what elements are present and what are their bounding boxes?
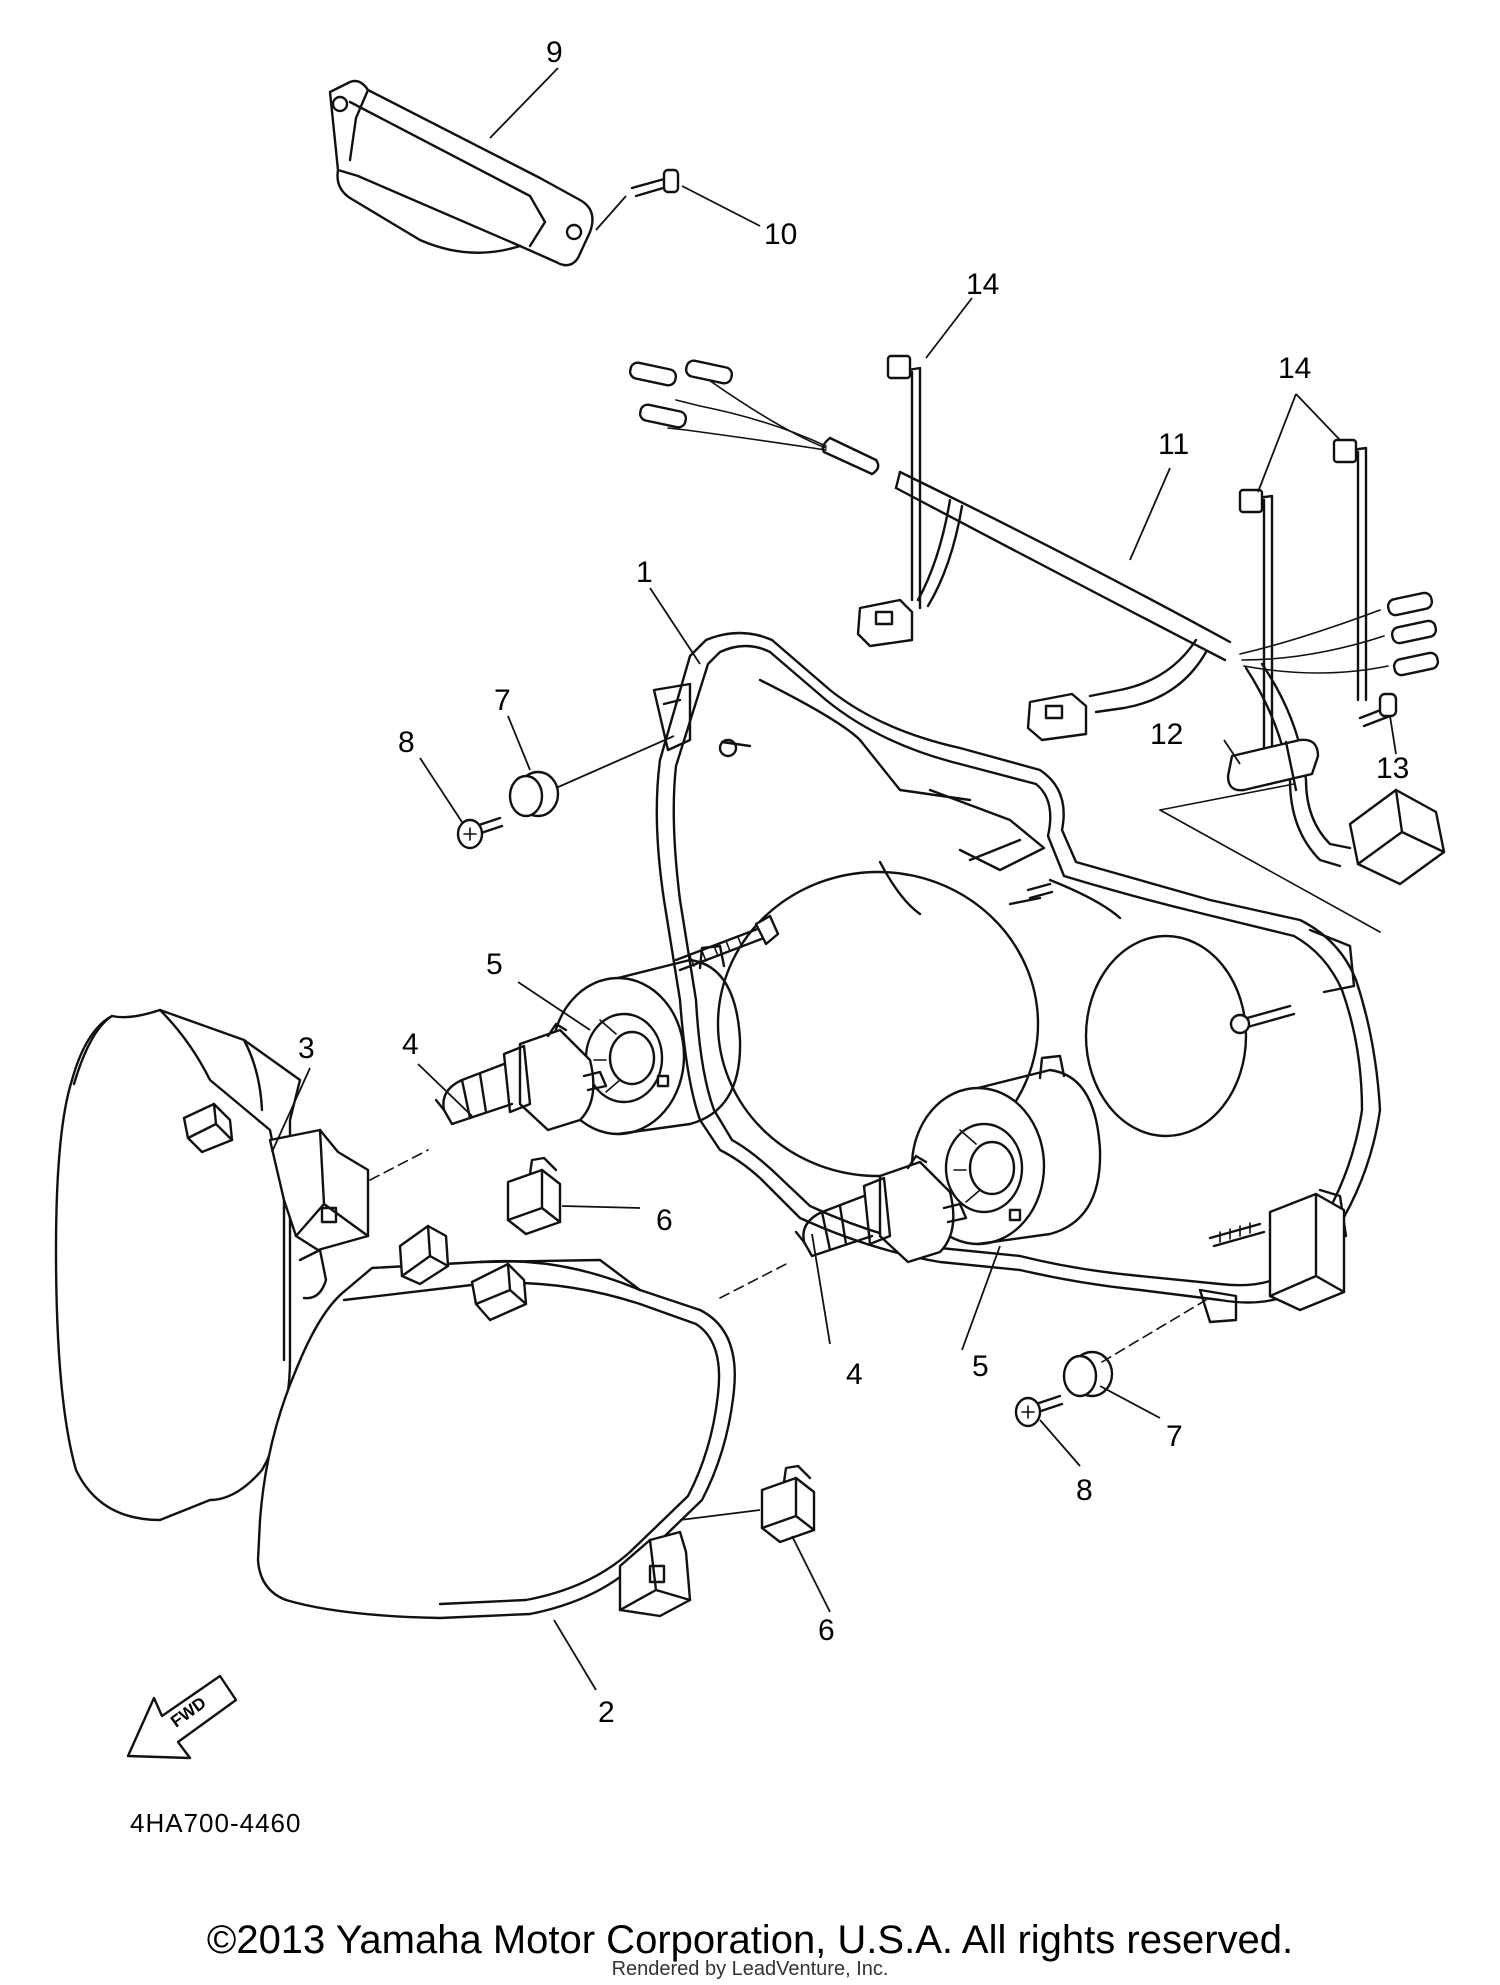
- part-6-socket-upper: [506, 1156, 641, 1236]
- callout-7a: 7: [494, 684, 511, 717]
- callout-numbers: 9 10 14 14 11 1 12 13 7 8 5 4 3 6 4 5 7 …: [298, 36, 1409, 1729]
- callout-8b: 8: [1076, 1474, 1093, 1507]
- part-14-clamps: [886, 354, 1368, 762]
- part-10-screw: [595, 168, 761, 231]
- callout-5a: 5: [486, 948, 503, 981]
- coupler-middle: [1026, 692, 1088, 742]
- callout-4a: 4: [402, 1028, 419, 1061]
- callout-10: 10: [764, 218, 797, 251]
- part-1-headlight-body: [652, 631, 1382, 1324]
- leader-lines: [271, 67, 1397, 1691]
- callout-7b: 7: [1166, 1420, 1183, 1453]
- copyright-notice: ©2013 Yamaha Motor Corporation, U.S.A. A…: [206, 1918, 1294, 1962]
- callout-12: 12: [1150, 718, 1183, 751]
- callout-9: 9: [546, 36, 563, 69]
- diagram-code: 4HA700-4460: [130, 1808, 302, 1838]
- part-13-screw: [1358, 692, 1398, 728]
- callout-13: 13: [1376, 752, 1409, 785]
- callout-4b: 4: [846, 1358, 863, 1391]
- part-12-band: [1226, 738, 1320, 792]
- callout-11: 11: [1158, 428, 1189, 461]
- callout-2: 2: [598, 1696, 615, 1729]
- part-7-grommet-left: [508, 735, 675, 818]
- callout-5b: 5: [972, 1350, 989, 1383]
- callout-3: 3: [298, 1032, 315, 1065]
- callout-8a: 8: [398, 726, 415, 759]
- forward-direction-arrow: FWD: [126, 1674, 238, 1760]
- callout-1: 1: [636, 556, 653, 589]
- callout-6a: 6: [656, 1204, 673, 1237]
- part-2-headlight-unit-lower: [256, 1224, 736, 1620]
- part-7-grommet-right: [1062, 1350, 1114, 1398]
- part-3-headlight-unit-upper: [54, 1008, 370, 1522]
- main-connector: [1348, 788, 1446, 886]
- coupler-left: [856, 598, 914, 648]
- part-8-screw-right: [1014, 1394, 1064, 1428]
- callout-6b: 6: [818, 1614, 835, 1647]
- rendered-by-notice: Rendered by LeadVenture, Inc.: [611, 1958, 889, 1980]
- part-4-bulb-upper: [434, 1022, 608, 1132]
- callout-14b: 14: [1278, 352, 1311, 385]
- callout-14a: 14: [966, 268, 999, 301]
- part-6-socket-lower: [760, 1464, 816, 1544]
- part-8-screw-left: [456, 816, 504, 850]
- part-9-light-cover: [328, 79, 594, 267]
- part-4-bulb-lower: [794, 1154, 968, 1264]
